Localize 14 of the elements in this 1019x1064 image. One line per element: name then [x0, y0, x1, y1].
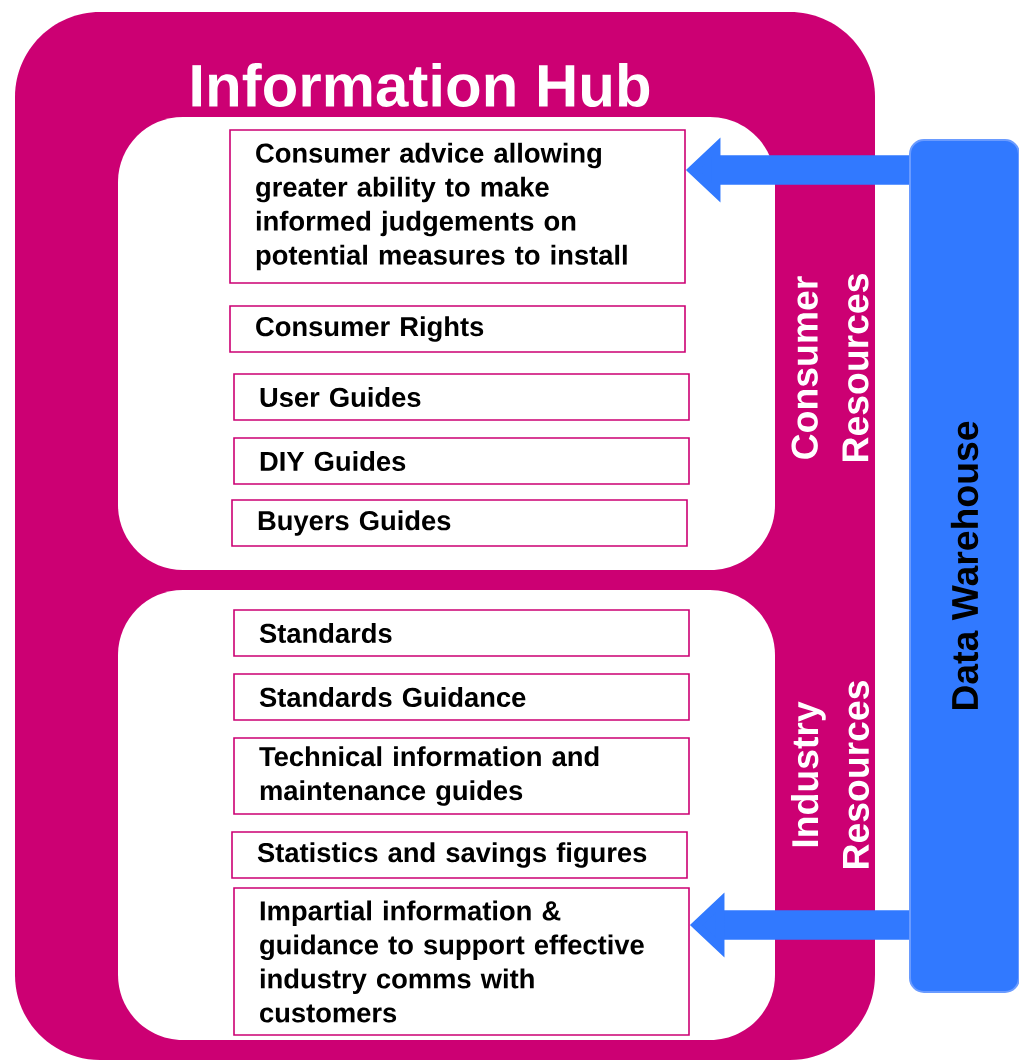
resource-box: Standards [233, 609, 690, 657]
resource-box: Consumer advice allowing greater ability to make informed judgements on potential measures to install [229, 129, 686, 284]
resource-box: DIY Guides [233, 437, 690, 485]
section-label: Consumer Resources [791, 274, 869, 461]
section-label: Industry Resources [791, 681, 870, 868]
resource-box: User Guides [233, 373, 690, 421]
resource-box: Statistics and savings figures [231, 831, 688, 879]
resource-box: Consumer Rights [229, 305, 686, 353]
hub-title: Information Hub [192, 63, 650, 108]
resource-box: Buyers Guides [231, 499, 688, 547]
resource-box: Impartial information & guidance to support effective industry comms with customers [233, 887, 690, 1036]
resource-box: Technical information and maintenance guides [233, 737, 690, 815]
warehouse-label: Data Warehouse [950, 421, 979, 710]
resource-box: Standards Guidance [233, 673, 690, 721]
